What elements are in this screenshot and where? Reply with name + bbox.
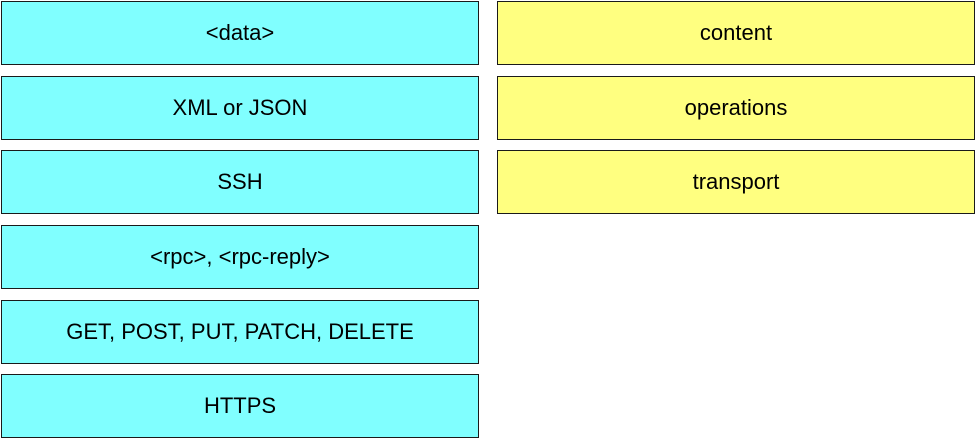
- target-transport[interactable]: transport: [497, 150, 975, 214]
- target-content[interactable]: content: [497, 1, 975, 65]
- drag-item-https[interactable]: HTTPS: [1, 374, 479, 438]
- drag-item-ssh[interactable]: SSH: [1, 150, 479, 214]
- drag-item-http-methods[interactable]: GET, POST, PUT, PATCH, DELETE: [1, 300, 479, 364]
- target-operations[interactable]: operations: [497, 76, 975, 140]
- drag-item-xml-or-json[interactable]: XML or JSON: [1, 76, 479, 140]
- drag-item-data-tag[interactable]: <data>: [1, 1, 479, 65]
- drag-item-rpc-tags[interactable]: <rpc>, <rpc-reply>: [1, 225, 479, 289]
